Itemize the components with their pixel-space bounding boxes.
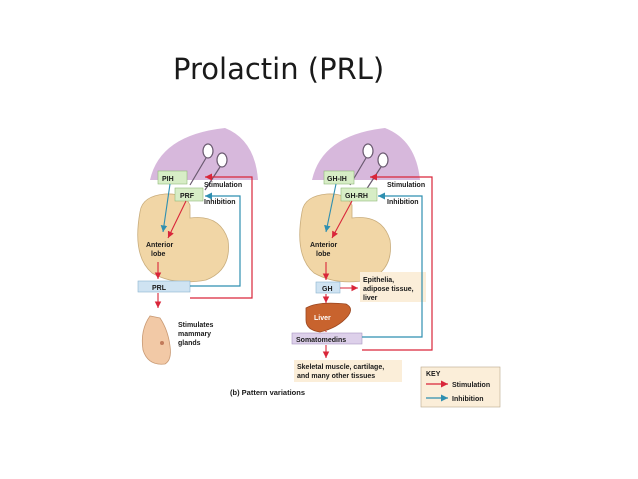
ghrh-to-lobe-arrow bbox=[331, 200, 353, 239]
somatomedins-box bbox=[291, 332, 363, 345]
epithelia-box bbox=[360, 272, 426, 302]
inhibition-loop-left bbox=[190, 192, 241, 287]
prf-box bbox=[174, 187, 204, 202]
prf-label: PRF bbox=[180, 193, 195, 200]
pih-label: PIH bbox=[162, 176, 174, 183]
ghih-to-lobe-arrow bbox=[324, 183, 337, 233]
stimulation-loop-right bbox=[362, 173, 433, 351]
somatomedins-label: Somatomedins bbox=[296, 337, 346, 344]
inhibition-loop-right bbox=[362, 192, 423, 338]
slide-title: Prolactin (PRL) bbox=[173, 52, 385, 86]
anterior-lobe-right bbox=[299, 193, 391, 283]
ghih-box bbox=[323, 170, 355, 185]
legend-key: KEY Stimulation Inhibition bbox=[420, 366, 501, 408]
key-title: KEY bbox=[426, 371, 441, 378]
left-panel: PIH PRF Stimulation Inhibition Anterior … bbox=[137, 128, 258, 365]
key-stimulation-label: Stimulation bbox=[452, 382, 490, 389]
skeletal-box bbox=[294, 360, 402, 382]
prl-label: PRL bbox=[152, 285, 167, 292]
anterior-label-left-1: Anterior bbox=[146, 242, 174, 249]
figure-caption: (b) Pattern variations bbox=[230, 388, 305, 397]
skeletal-label-1: Skeletal muscle, cartilage, bbox=[297, 364, 384, 371]
skeletal-label-2: and many other tissues bbox=[297, 373, 375, 380]
ghih-label: GH-IH bbox=[327, 176, 347, 183]
liver-illustration bbox=[305, 302, 351, 333]
anterior-lobe-left bbox=[137, 193, 229, 283]
stimulation-loop-left bbox=[190, 173, 253, 299]
inhibition-label-right: Inhibition bbox=[387, 199, 419, 206]
mammary-gland-illustration bbox=[141, 315, 171, 365]
gh-label: GH bbox=[322, 286, 333, 293]
key-inhibition-label: Inhibition bbox=[452, 396, 484, 403]
target-label-left-1: Stimulates bbox=[178, 322, 214, 329]
epithelia-label-2: adipose tissue, bbox=[363, 286, 414, 293]
neurons-left bbox=[189, 143, 228, 191]
anterior-label-left-2: lobe bbox=[151, 251, 165, 258]
target-label-left-2: mammary bbox=[178, 331, 211, 338]
pih-box bbox=[157, 170, 188, 185]
inhibition-label-left: Inhibition bbox=[204, 199, 236, 206]
right-panel: GH-IH GH-RH Stimulation Inhibition Anter… bbox=[291, 128, 433, 382]
anterior-label-right-2: lobe bbox=[316, 251, 330, 258]
prf-to-lobe-arrow bbox=[167, 200, 187, 239]
pih-to-lobe-arrow bbox=[160, 183, 171, 233]
epithelia-label-1: Epithelia, bbox=[363, 277, 394, 284]
ghrh-box bbox=[340, 187, 378, 202]
epithelia-label-3: liver bbox=[363, 295, 378, 302]
ghrh-label: GH-RH bbox=[345, 193, 368, 200]
liver-label: Liver bbox=[314, 315, 331, 322]
anterior-label-right-1: Anterior bbox=[310, 242, 338, 249]
stimulation-label-left: Stimulation bbox=[204, 182, 242, 189]
target-label-left-3: glands bbox=[178, 340, 201, 347]
stimulation-label-right: Stimulation bbox=[387, 182, 425, 189]
